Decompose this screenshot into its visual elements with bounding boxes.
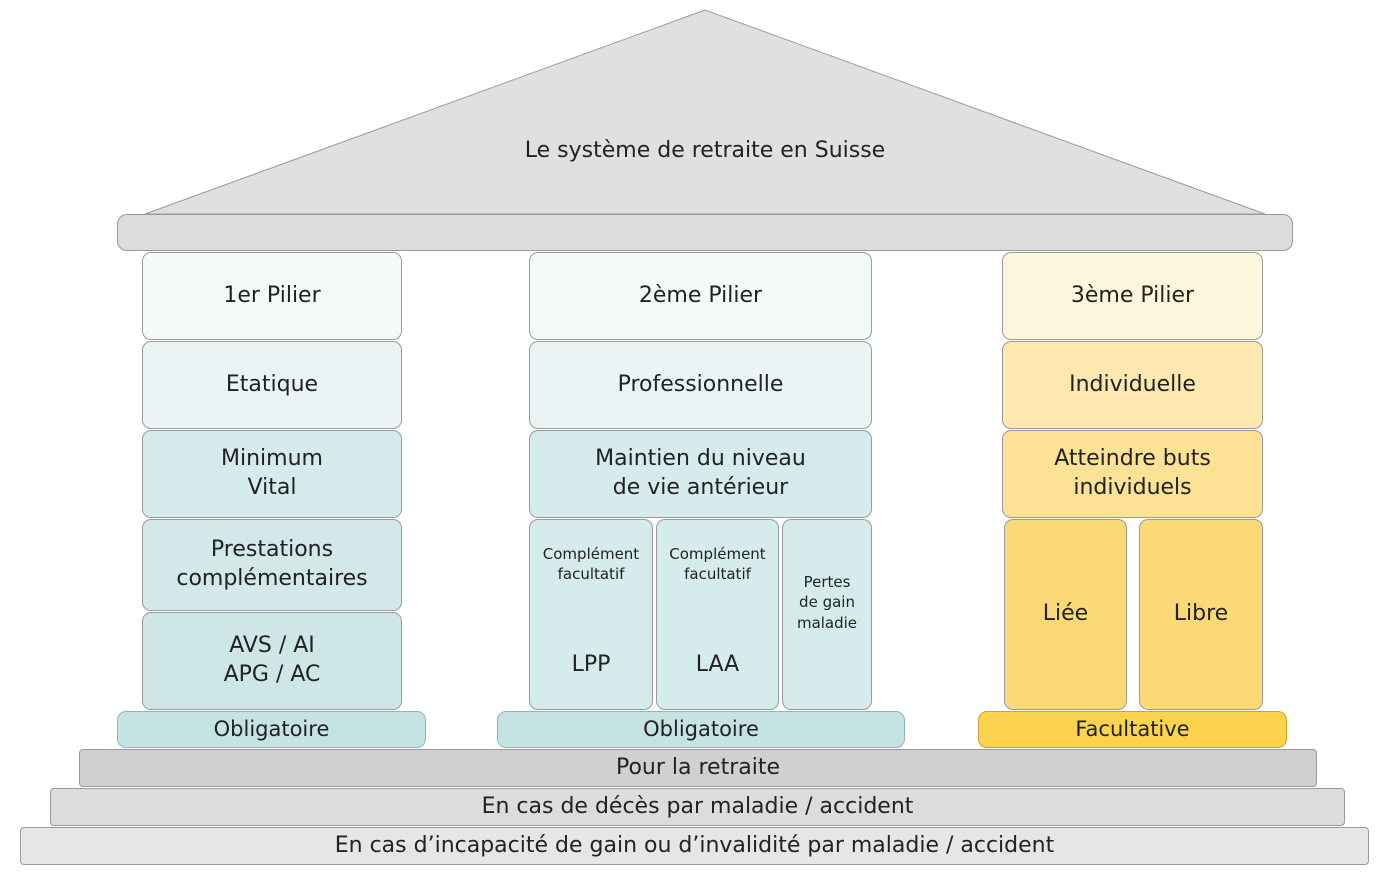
roof-triangle <box>144 9 1266 215</box>
pillar2-sub-lpp: Complément facultatif LPP <box>529 519 653 710</box>
pillar3-header: 3ème Pilier <box>1002 252 1263 340</box>
pillar2-type: Professionnelle <box>529 341 872 429</box>
pillar3-type: Individuelle <box>1002 341 1263 429</box>
pillar1-base: AVS / AI APG / AC <box>142 612 402 710</box>
roof-beam <box>117 214 1293 251</box>
pillar2-header: 2ème Pilier <box>529 252 872 340</box>
pillar3-sub-libre: Libre <box>1139 519 1263 710</box>
pillar2-goal: Maintien du niveau de vie antérieur <box>529 430 872 518</box>
pillar3-sub-liee: Liée <box>1004 519 1127 710</box>
pillar2-sub-maladie: Pertes de gain maladie <box>782 519 872 710</box>
pillar1-extra: Prestations complémentaires <box>142 519 402 611</box>
pillar3-goal: Atteindre buts individuels <box>1002 430 1263 518</box>
pillar2-sub-laa-note: Complément facultatif <box>669 545 766 584</box>
step-retraite: Pour la retraite <box>79 749 1317 787</box>
pillar2-sub-maladie-note: Pertes de gain maladie <box>796 573 858 632</box>
pillar2-sub-laa-label: LAA <box>695 652 740 677</box>
pillar1-header: 1er Pilier <box>142 252 402 340</box>
pillar1-type: Etatique <box>142 341 402 429</box>
step-deces: En cas de décès par maladie / accident <box>50 788 1345 826</box>
diagram-title: Le système de retraite en Suisse <box>524 138 886 163</box>
pillar2-sub-laa: Complément facultatif LAA <box>656 519 779 710</box>
pillar2-footer: Obligatoire <box>497 711 905 748</box>
pillar1-goal: Minimum Vital <box>142 430 402 518</box>
pillar3-footer: Facultative <box>978 711 1287 748</box>
step-invalidite: En cas d’incapacité de gain ou d’invalid… <box>20 827 1369 865</box>
pillar2-sub-lpp-label: LPP <box>571 652 611 677</box>
pillar1-footer: Obligatoire <box>117 711 426 748</box>
pillar2-sub-lpp-note: Complément facultatif <box>542 545 640 584</box>
